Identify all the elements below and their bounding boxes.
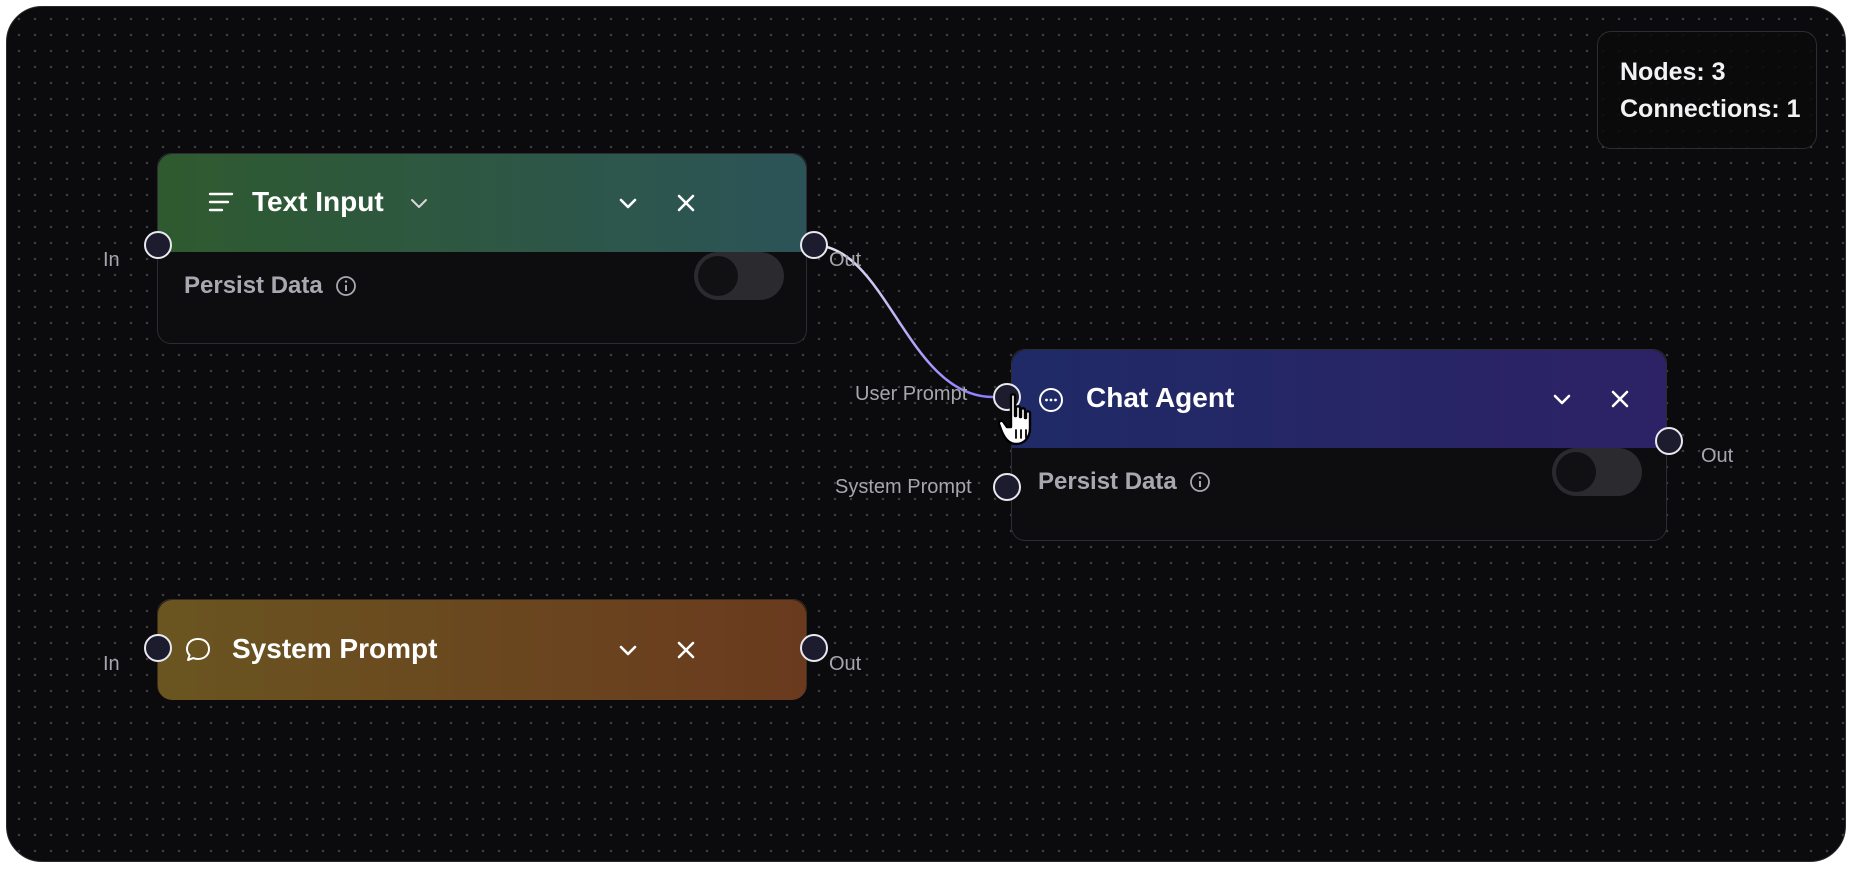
flow-canvas[interactable]: Nodes: 3 Connections: 1 Text Input xyxy=(6,6,1846,862)
chat-agent-system-prompt-port[interactable] xyxy=(993,473,1021,501)
toggle-knob xyxy=(1556,452,1596,492)
persist-data-row: Persist Data xyxy=(184,272,357,300)
system-prompt-node-title: System Prompt xyxy=(232,633,438,664)
persist-data-row: Persist Data xyxy=(1038,468,1211,496)
system-prompt-node[interactable]: System Prompt xyxy=(157,599,807,700)
info-icon xyxy=(1189,471,1211,493)
chevron-down-icon xyxy=(619,645,637,656)
chat-agent-node-title: Chat Agent xyxy=(1086,382,1235,413)
title-chevron-down-icon[interactable] xyxy=(408,192,430,214)
close-button[interactable] xyxy=(1600,350,1640,448)
text-input-node[interactable]: Text Input Persist Data xyxy=(157,153,807,344)
persist-data-label: Persist Data xyxy=(184,272,323,299)
persist-data-toggle[interactable] xyxy=(1552,448,1642,496)
speech-bubble-icon xyxy=(184,636,212,664)
lines-icon xyxy=(208,191,234,213)
text-input-node-title: Text Input xyxy=(252,186,384,217)
system-prompt-out-label: Out xyxy=(829,653,862,675)
text-input-out-label: Out xyxy=(829,249,862,271)
stats-panel: Nodes: 3 Connections: 1 xyxy=(1597,31,1817,149)
chat-agent-out-label: Out xyxy=(1701,445,1734,467)
toggle-knob xyxy=(698,256,738,296)
collapse-button[interactable] xyxy=(608,600,648,700)
hand-pointer-cursor xyxy=(997,392,1045,453)
chevron-down-icon xyxy=(1553,394,1571,405)
collapse-button[interactable] xyxy=(608,154,648,252)
chat-dots-icon xyxy=(1038,387,1064,413)
chevron-down-icon xyxy=(619,198,637,209)
close-button[interactable] xyxy=(666,600,706,700)
persist-data-label: Persist Data xyxy=(1038,468,1177,495)
close-icon xyxy=(677,194,695,212)
system-prompt-out-port[interactable] xyxy=(800,634,828,662)
info-icon xyxy=(335,275,357,297)
close-button[interactable] xyxy=(666,154,706,252)
close-icon xyxy=(677,641,695,659)
text-input-in-port[interactable] xyxy=(144,231,172,259)
chat-agent-user-prompt-label: User Prompt xyxy=(855,383,968,405)
chat-agent-node-header[interactable]: Chat Agent xyxy=(1012,350,1666,448)
system-prompt-node-header[interactable]: System Prompt xyxy=(158,600,806,700)
chat-agent-system-prompt-label: System Prompt xyxy=(835,476,972,498)
text-input-out-port[interactable] xyxy=(800,231,828,259)
system-prompt-in-label: In xyxy=(103,653,120,675)
chat-agent-node[interactable]: Chat Agent Persist Data xyxy=(1011,349,1667,541)
chat-agent-out-port[interactable] xyxy=(1655,427,1683,455)
system-prompt-in-port[interactable] xyxy=(144,634,172,662)
persist-data-toggle[interactable] xyxy=(694,252,784,300)
connections-count: Connections: 1 xyxy=(1620,95,1801,123)
nodes-count: Nodes: 3 xyxy=(1620,58,1726,86)
close-icon xyxy=(1611,390,1629,408)
text-input-in-label: In xyxy=(103,249,120,271)
text-input-node-header[interactable]: Text Input xyxy=(158,154,806,252)
collapse-button[interactable] xyxy=(1542,350,1582,448)
